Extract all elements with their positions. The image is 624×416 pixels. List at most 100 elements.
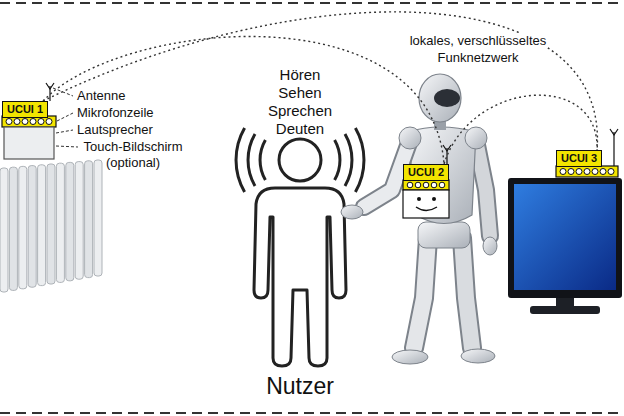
robot-hand [341, 205, 363, 219]
microphone-row [403, 180, 449, 190]
radiator-rib [0, 168, 8, 292]
radiator-rib [66, 162, 74, 280]
microphone [560, 169, 566, 175]
user-figure [254, 139, 346, 366]
microphone [30, 119, 36, 125]
microphone [608, 169, 614, 175]
network-label: lokales, verschlüsseltes Funknetzwerk [408, 33, 549, 65]
ability-word: Deuten [250, 120, 350, 138]
microphone [38, 119, 44, 125]
radiator [0, 160, 102, 292]
robot [341, 74, 497, 364]
part-name: Antenne [77, 88, 125, 104]
antenna [46, 83, 54, 89]
smiley-eye [432, 197, 436, 201]
microphone [407, 182, 413, 188]
microphone [423, 182, 429, 188]
user-label: Nutzer [240, 372, 360, 400]
robot-hand [483, 237, 497, 255]
robot-foot [392, 350, 428, 364]
radiator-rib [47, 164, 55, 284]
radiator-rib [19, 166, 27, 288]
robot-leg [462, 238, 472, 348]
radio-link [444, 95, 597, 164]
robot-shoulder [399, 127, 421, 149]
ucui-label: UCUI 3 [556, 150, 602, 167]
microphone-dots [560, 169, 614, 175]
antenna [613, 132, 614, 166]
microphone-row [556, 166, 618, 177]
ability-word: Sehen [250, 84, 350, 102]
ability-word: Hören [250, 66, 350, 84]
touch-screen [403, 190, 449, 218]
radiator-rib [94, 160, 102, 276]
microphone [6, 119, 12, 125]
ability-word: Sprechen [250, 102, 350, 120]
radiator-rib [75, 162, 83, 280]
robot-visor [434, 89, 460, 107]
radiator-rib [38, 165, 46, 286]
microphone [600, 169, 606, 175]
robot-arm [476, 140, 490, 236]
microphone-dots [407, 182, 445, 188]
antenna [610, 129, 618, 135]
radio-link [43, 12, 597, 150]
robot-foot [461, 349, 495, 363]
robot-leg [414, 238, 428, 348]
sound-wave [355, 128, 364, 192]
radio-link-line [43, 12, 597, 150]
smiley-eye [417, 197, 421, 201]
robot-leg [462, 238, 472, 348]
radiator-rib [28, 166, 36, 288]
leader-line [56, 146, 78, 147]
radiator-rib [9, 167, 17, 290]
touch-screen [4, 127, 54, 159]
microphone [592, 169, 598, 175]
robot-shoulder [465, 127, 487, 149]
ucui-device [2, 83, 56, 159]
device-name: UCUI 1 [7, 103, 43, 116]
robot-leg [414, 238, 428, 348]
monitor [508, 129, 622, 314]
microphone [415, 182, 421, 188]
ucui-label: UCUI 1 [2, 101, 48, 118]
radio-link-line [444, 95, 597, 164]
sound-wave [248, 134, 255, 186]
sound-waves [236, 128, 364, 192]
ucui-label: UCUI 2 [403, 164, 449, 181]
frame-line [0, 2, 624, 4]
part-name: Lautsprecher [77, 122, 153, 138]
microphone [439, 182, 445, 188]
microphone [568, 169, 574, 175]
robot-head [419, 74, 461, 122]
monitor-stand [556, 298, 574, 307]
device-name: UCUI 2 [408, 166, 444, 179]
microphone [14, 119, 20, 125]
robot-pelvis [418, 222, 470, 248]
part-name: Touch-Bildschirm (optional) [79, 139, 187, 171]
microphone [46, 119, 52, 125]
user-body [254, 188, 346, 366]
microphone [22, 119, 28, 125]
monitor-base [530, 306, 600, 314]
frame-line [0, 412, 624, 414]
monitor-screen [514, 184, 616, 290]
sound-wave [335, 140, 340, 180]
leader-line [57, 113, 73, 121]
smiley-mouth [416, 207, 437, 211]
microphone [431, 182, 437, 188]
part-name: Mikrofonzeile [77, 105, 154, 121]
leader-line [56, 130, 73, 133]
radiator-rib [85, 161, 93, 278]
sound-wave [236, 128, 245, 192]
sound-wave [345, 134, 352, 186]
microphone-dots [6, 119, 52, 125]
microphone [576, 169, 582, 175]
sound-wave [260, 140, 265, 180]
leader-lines [53, 88, 78, 147]
device-name: UCUI 3 [561, 152, 597, 165]
